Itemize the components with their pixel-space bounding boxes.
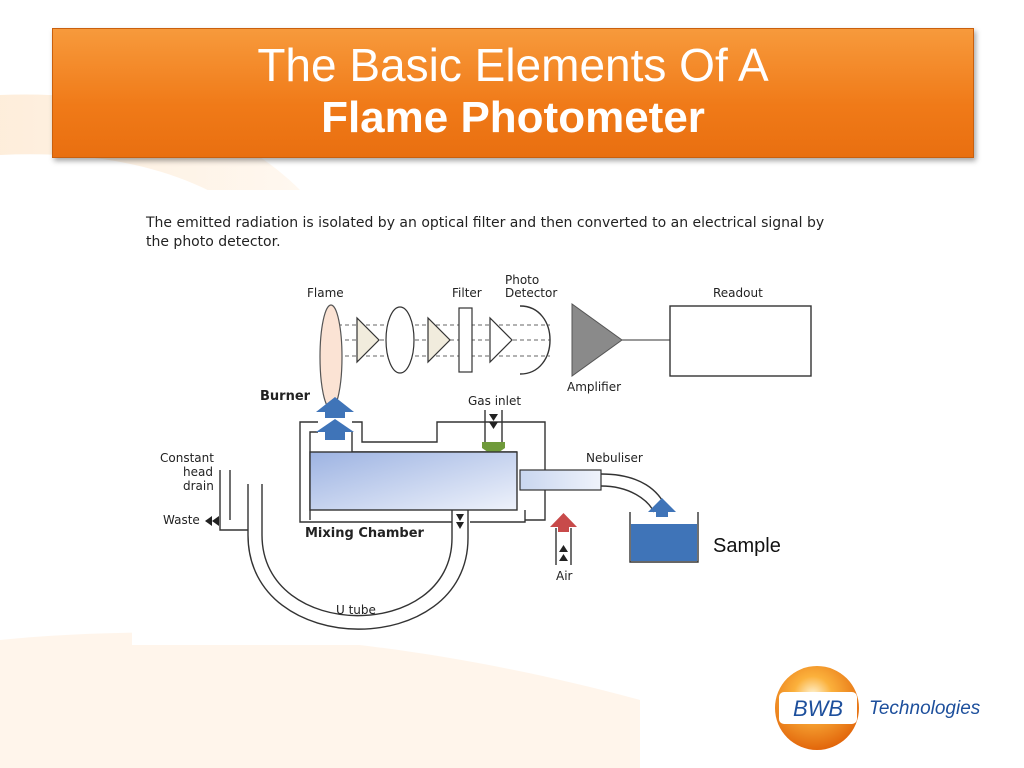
sample-uptake-arrow-icon <box>648 498 676 517</box>
logo-company-text: Technologies <box>869 698 981 719</box>
diagram-panel <box>132 190 840 645</box>
constant-head-drain <box>219 470 248 531</box>
title-line-2: Flame Photometer <box>321 93 705 142</box>
u-tube <box>247 484 469 630</box>
bwb-logo: BWB Technologies <box>775 666 981 750</box>
sample-liquid <box>631 524 697 561</box>
gas-inlet-pipe <box>484 410 503 442</box>
waste-arrow-icon <box>205 516 212 526</box>
photo-detector <box>519 305 551 375</box>
lens-prism-1 <box>356 316 380 364</box>
label-mixing-chamber: Mixing Chamber <box>305 526 425 541</box>
air-arrow-icon-2 <box>559 554 568 561</box>
label-u-tube: U tube <box>336 603 376 617</box>
label-amplifier: Amplifier <box>567 380 621 394</box>
air-arrow-icon <box>559 545 568 552</box>
waste-arrow-icon-2 <box>212 516 219 526</box>
label-readout: Readout <box>713 286 763 300</box>
nebuliser <box>519 469 602 491</box>
label-photo: Photo <box>505 273 539 287</box>
label-filter: Filter <box>452 286 482 300</box>
lens-prism-3 <box>489 316 513 364</box>
gas-inlet-arrow-icon <box>489 414 498 421</box>
label-head: head <box>183 465 213 479</box>
air-flow-arrow-icon <box>550 513 577 532</box>
label-nebuliser: Nebuliser <box>586 451 643 465</box>
sample-label: Sample <box>713 535 781 557</box>
sample-beaker <box>629 512 699 563</box>
burner-flow-arrow-icon-lower <box>316 419 354 440</box>
label-burner: Burner <box>260 389 311 404</box>
label-gas-inlet: Gas inlet <box>468 394 521 408</box>
drain-arrow-icon-2 <box>456 522 464 529</box>
label-detector: Detector <box>505 286 557 300</box>
readout-box <box>669 305 812 377</box>
label-flame: Flame <box>307 286 344 300</box>
gas-inlet-arrow-icon-2 <box>489 422 498 429</box>
diagram-caption: The emitted radiation is isolated by an … <box>146 215 825 250</box>
lens-focusing <box>385 306 415 374</box>
lens-prism-2 <box>427 316 451 364</box>
amplifier <box>571 303 623 377</box>
label-air: Air <box>556 569 573 583</box>
optical-filter <box>458 307 473 373</box>
mixing-chamber <box>309 451 518 511</box>
logo-badge-text: BWB <box>793 696 843 721</box>
burner-flow-arrow-icon-upper <box>316 397 354 418</box>
label-drain: drain <box>183 479 214 493</box>
label-constant: Constant <box>160 451 214 465</box>
title-banner: The Basic Elements Of A Flame Photometer <box>52 28 974 158</box>
drain-arrow-icon <box>456 514 464 521</box>
title-line-1: The Basic Elements Of A <box>257 39 769 91</box>
gas-flow-arrow-icon <box>482 442 505 456</box>
flame-shape <box>319 304 343 410</box>
label-waste: Waste <box>163 513 200 527</box>
